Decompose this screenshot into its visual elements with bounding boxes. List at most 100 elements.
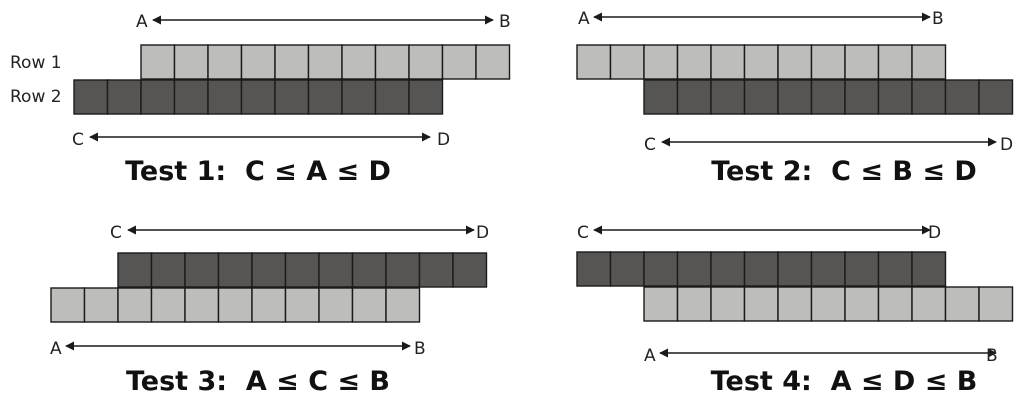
bottom-row-cell: [911, 286, 947, 322]
bottom-row-cell: [106, 79, 142, 115]
top-row-cell: [408, 44, 444, 80]
top-row-cell: [341, 44, 377, 80]
bottom-row-cell: [318, 287, 354, 323]
top-row-cell: [284, 252, 320, 288]
bottom-row-cell: [877, 79, 913, 115]
bottom-arrow-left-label: A: [644, 346, 656, 366]
bottom-row-cell: [743, 79, 779, 115]
test-panel-2: A B C D Test 2: C ≤ B ≤ D: [576, 9, 1014, 187]
top-row-cell: [251, 252, 287, 288]
top-arrow-left-label: C: [110, 223, 122, 243]
top-arrow-right-label: B: [499, 12, 511, 32]
top-row-cell: [609, 251, 645, 287]
bottom-row-cell: [351, 287, 387, 323]
top-row-cell: [576, 44, 612, 80]
test-title: Test 2: C ≤ B ≤ D: [711, 156, 977, 187]
bottom-row-cell: [978, 79, 1014, 115]
bottom-row-cell: [710, 286, 746, 322]
bottom-row-cell: [810, 286, 846, 322]
bottom-row-cell: [73, 79, 109, 115]
bottom-row-cell: [140, 79, 176, 115]
top-row-cell: [643, 251, 679, 287]
bottom-row-cell: [274, 79, 310, 115]
bottom-row-cell: [810, 79, 846, 115]
top-arrow-left-label: A: [136, 12, 148, 32]
top-row-cell: [576, 251, 612, 287]
bottom-row-cell: [944, 79, 980, 115]
bottom-row-cell: [240, 79, 276, 115]
top-row-cell: [877, 44, 913, 80]
top-arrow-right-label: B: [932, 9, 944, 29]
bottom-row-cell: [207, 79, 243, 115]
top-row-cell: [217, 252, 253, 288]
bottom-row-cell: [710, 79, 746, 115]
top-row-cell: [743, 44, 779, 80]
bottom-row-cell: [643, 286, 679, 322]
row-2-label: Row 2: [10, 87, 62, 107]
bottom-row-cell: [877, 286, 913, 322]
top-row-cell: [240, 44, 276, 80]
bottom-row-cell: [777, 79, 813, 115]
top-row-cell: [351, 252, 387, 288]
bottom-row-cell: [251, 287, 287, 323]
top-row-cell: [385, 252, 421, 288]
top-row-cell: [274, 44, 310, 80]
bottom-row-cell: [284, 287, 320, 323]
top-arrow-right-label: D: [476, 223, 489, 243]
top-arrow-right-label: D: [928, 223, 941, 243]
top-row-cell: [318, 252, 354, 288]
top-row-cell: [150, 252, 186, 288]
top-row-cell: [374, 44, 410, 80]
top-row-cell: [452, 252, 488, 288]
top-row-cell: [810, 251, 846, 287]
test-title: Test 4: A ≤ D ≤ B: [711, 366, 978, 397]
bottom-row-cell: [911, 79, 947, 115]
bottom-row-cell: [173, 79, 209, 115]
top-row-cell: [609, 44, 645, 80]
top-row-cell: [441, 44, 477, 80]
top-row-cell: [777, 251, 813, 287]
top-row-cell: [777, 44, 813, 80]
top-row-cell: [911, 44, 947, 80]
top-row-cell: [643, 44, 679, 80]
top-row-cell: [877, 251, 913, 287]
bottom-arrow-right-label: D: [1000, 135, 1013, 155]
bottom-row-cell: [676, 79, 712, 115]
bottom-row-cell: [643, 79, 679, 115]
top-row-cell: [307, 44, 343, 80]
bottom-row-cell: [978, 286, 1014, 322]
top-row-cell: [743, 251, 779, 287]
bottom-row-cell: [217, 287, 253, 323]
top-row-cell: [184, 252, 220, 288]
bottom-arrow-left-label: C: [72, 130, 84, 150]
bottom-arrow-left-label: C: [644, 135, 656, 155]
bottom-row-cell: [944, 286, 980, 322]
top-row-cell: [676, 251, 712, 287]
bottom-row-cell: [307, 79, 343, 115]
test-title: Test 3: A ≤ C ≤ B: [126, 366, 390, 397]
bottom-row-cell: [341, 79, 377, 115]
top-row-cell: [911, 251, 947, 287]
top-row-cell: [844, 251, 880, 287]
bottom-row-cell: [676, 286, 712, 322]
top-row-cell: [475, 44, 511, 80]
bottom-row-cell: [385, 287, 421, 323]
top-row-cell: [844, 44, 880, 80]
bottom-arrow-left-label: A: [50, 339, 62, 359]
bottom-row-cell: [777, 286, 813, 322]
top-arrow-left-label: C: [577, 223, 589, 243]
bottom-arrow-right-label: D: [437, 130, 450, 150]
bottom-row-cell: [408, 79, 444, 115]
bottom-row-cell: [50, 287, 86, 323]
bottom-row-cell: [743, 286, 779, 322]
top-arrow-left-label: A: [578, 9, 590, 29]
top-row-cell: [710, 251, 746, 287]
top-row-cell: [207, 44, 243, 80]
top-row-cell: [140, 44, 176, 80]
